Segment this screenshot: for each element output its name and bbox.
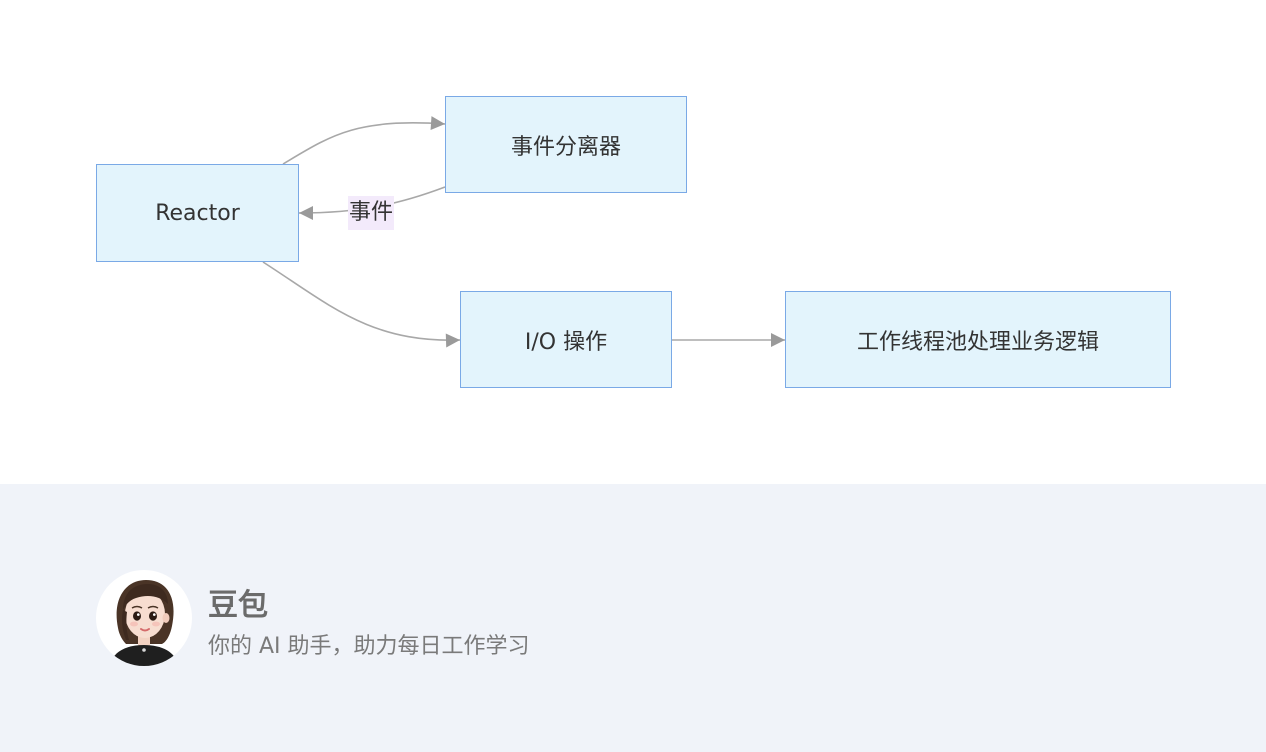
brand-tagline: 你的 AI 助手，助力每日工作学习 [208, 634, 530, 659]
node-event-separator: 事件分离器 [445, 96, 687, 193]
edge-reactor-to-io [262, 261, 461, 348]
avatar-illustration [110, 580, 178, 666]
node-worker-pool: 工作线程池处理业务逻辑 [785, 291, 1171, 388]
node-io-operation: I/O 操作 [460, 291, 672, 388]
flowchart-edges [262, 116, 785, 348]
flowchart: Reactor 事件分离器 I/O 操作 工作线程池处理业务逻辑 事件 [96, 96, 1171, 388]
edge-reactor-to-separator [282, 116, 446, 165]
brand-name: 豆包 [208, 588, 268, 623]
footer-banner: 豆包 你的 AI 助手，助力每日工作学习 [0, 484, 1266, 752]
avatar-icon [96, 570, 192, 666]
edge-label-event: 事件 [348, 196, 395, 230]
node-reactor: Reactor [96, 164, 299, 262]
